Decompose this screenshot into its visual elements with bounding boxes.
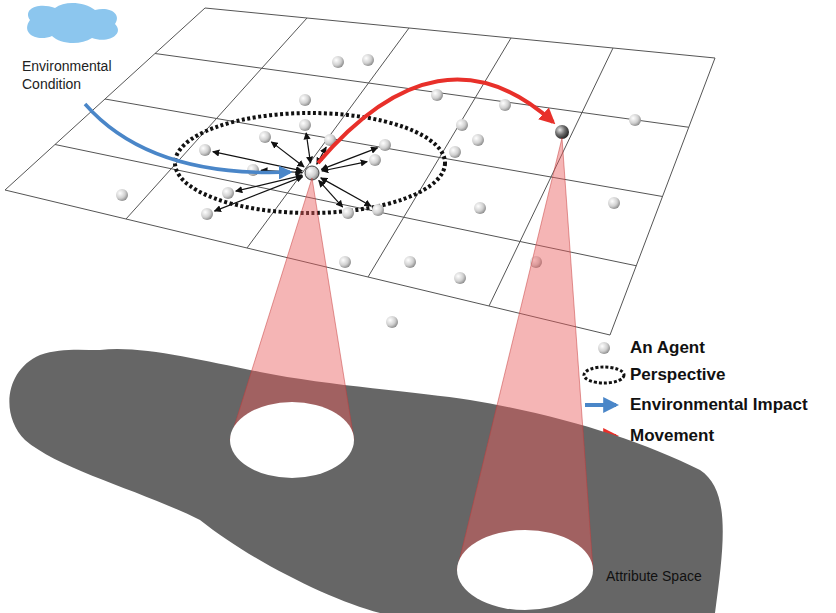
agent-dot	[454, 272, 466, 284]
agent-dot	[499, 99, 511, 111]
attribute-footprint	[457, 530, 593, 610]
agent-dot	[201, 208, 213, 220]
agent-dot	[199, 144, 211, 156]
legend-perspective	[584, 367, 624, 383]
grid-line	[105, 99, 663, 197]
movement-arrow	[318, 80, 553, 163]
agent-dot	[362, 54, 374, 66]
agent-dot	[342, 207, 354, 219]
legend-agent	[598, 342, 610, 354]
agent-dot	[629, 114, 641, 126]
agent-dot	[299, 94, 311, 106]
agent-dot	[369, 154, 381, 166]
agent-dot	[222, 187, 234, 199]
agent-dot	[339, 256, 351, 268]
interaction-arrow	[236, 175, 302, 191]
attribute-footprint	[230, 402, 354, 478]
cloud-shape	[27, 3, 118, 43]
agent-dot	[247, 164, 259, 176]
grid-line	[247, 28, 409, 248]
agent-dot	[332, 56, 344, 68]
grid-line	[205, 8, 715, 58]
agent-dot	[299, 119, 311, 131]
agent-dot	[449, 146, 461, 158]
projection-cone	[230, 178, 354, 440]
condition-label: Environmental Condition	[22, 58, 122, 93]
legend-environment	[585, 403, 616, 407]
legend-text: Perspective	[630, 364, 725, 386]
agent-dot	[372, 204, 384, 216]
environment-arrow	[85, 104, 290, 172]
interaction-arrow	[306, 133, 310, 163]
agent-dot	[456, 119, 468, 131]
agent-dot	[431, 89, 443, 101]
legend-text: Movement	[630, 425, 714, 447]
agent-dot	[404, 256, 416, 268]
agent-dot	[259, 131, 271, 143]
projection-cone	[457, 138, 593, 570]
legend-text: An Agent	[630, 337, 705, 359]
agent-dot	[116, 189, 128, 201]
interaction-arrow	[319, 180, 343, 207]
legend-samples	[584, 342, 624, 436]
legend-text: Environmental Impact	[630, 394, 808, 416]
interaction-arrow	[271, 142, 304, 167]
interaction-arrow	[321, 178, 371, 206]
grid-plane	[5, 8, 715, 335]
agent-dot	[474, 202, 486, 214]
moved-agent	[555, 125, 569, 139]
agent-dot	[472, 134, 484, 146]
agent-dot	[386, 316, 398, 328]
grid-line	[155, 54, 689, 128]
agent-dot	[379, 139, 391, 151]
interaction-arrow	[214, 177, 302, 211]
agent-dot	[608, 197, 620, 209]
attribute-space-region: Attribute Space	[8, 340, 728, 613]
attribute-blob	[9, 349, 722, 613]
region-label: Attribute Space	[606, 568, 702, 584]
